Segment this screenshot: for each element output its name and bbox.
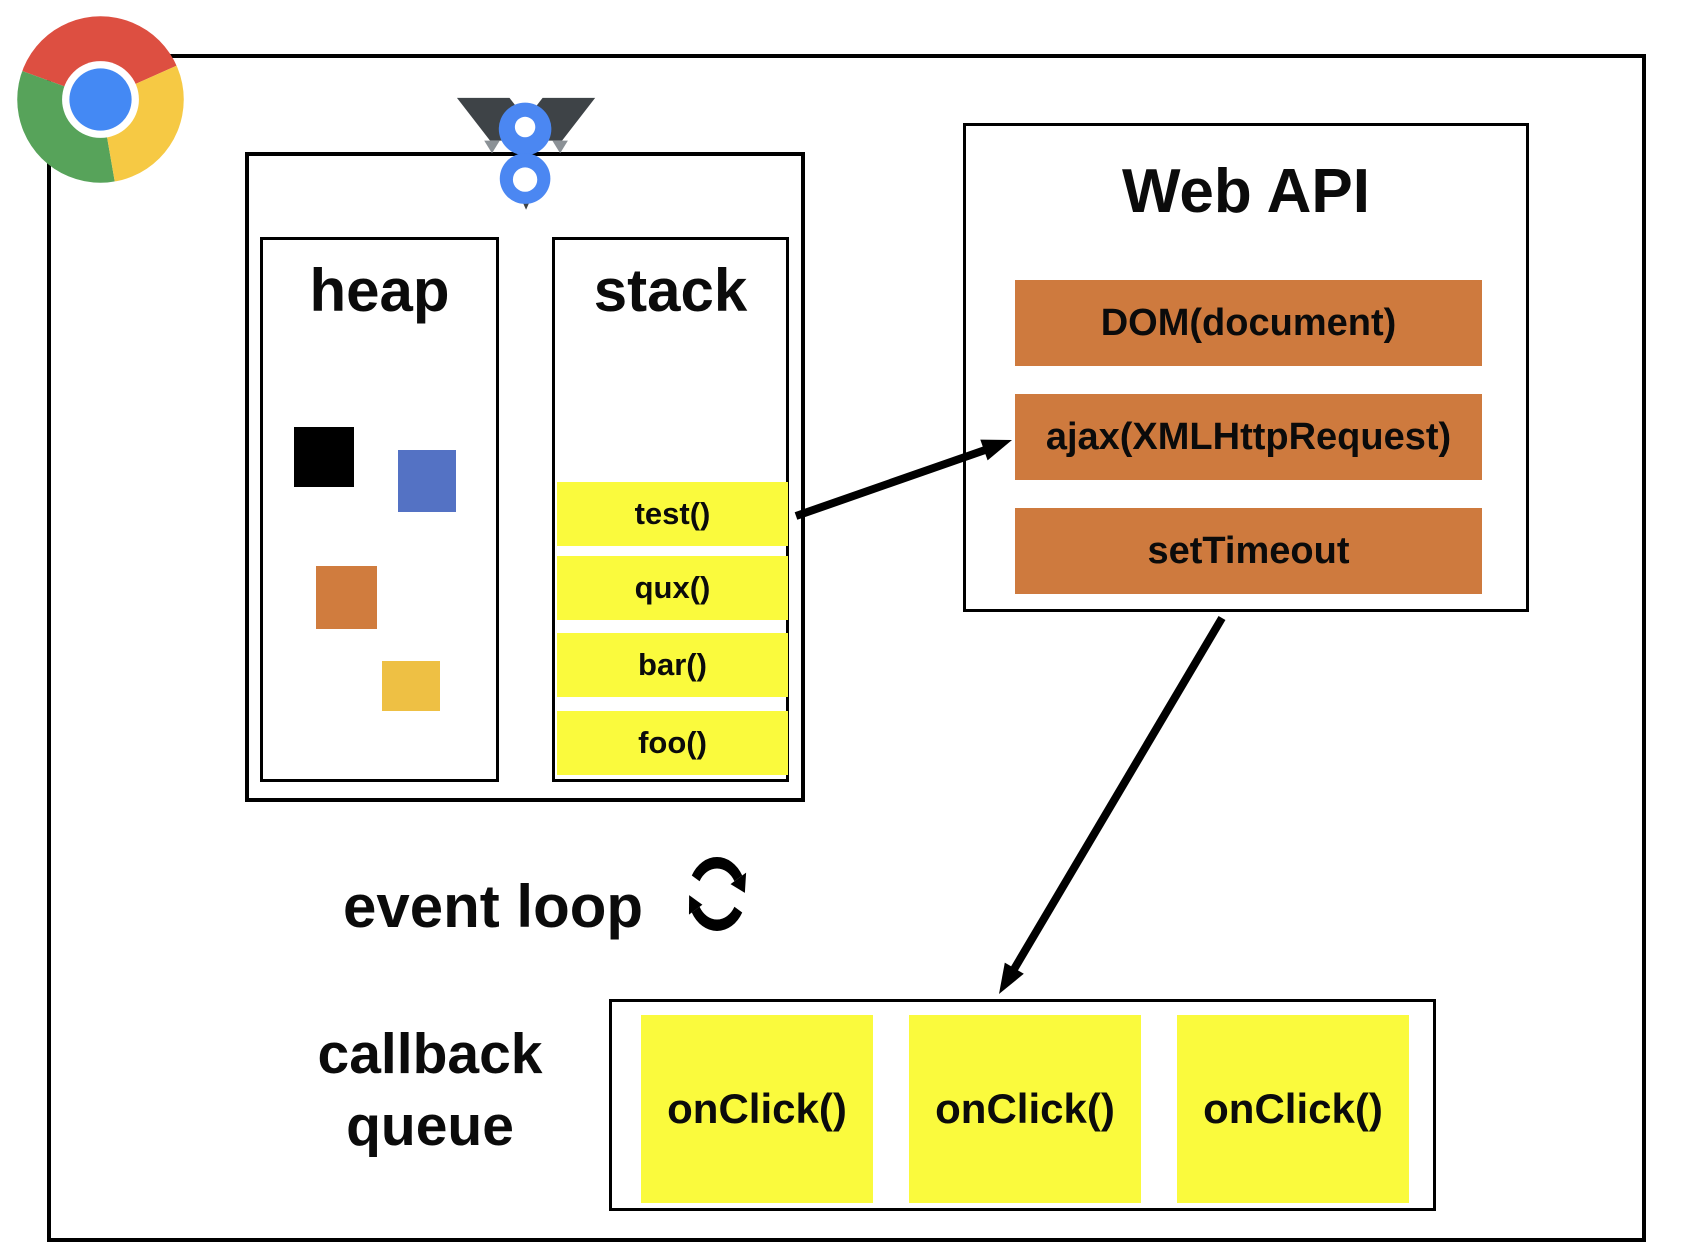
v8-logo-icon [455, 80, 601, 212]
web-api-title: Web API [1121, 157, 1371, 226]
queue-item-onclick: onClick() [909, 1015, 1141, 1203]
cycle-arrows-icon [676, 842, 758, 946]
heap-object-blue [398, 450, 456, 512]
queue-item-onclick: onClick() [641, 1015, 873, 1203]
queue-item-onclick: onClick() [1177, 1015, 1409, 1203]
web-api-item-dom: DOM(document) [1015, 280, 1482, 366]
heap-box: heap [260, 237, 499, 782]
stack-frame: qux() [557, 556, 788, 620]
chrome-logo-icon [9, 8, 192, 191]
callback-queue-label: callback queue [317, 1022, 543, 1158]
web-api-item-settimeout: setTimeout [1015, 508, 1482, 594]
stack-frame: foo() [557, 711, 788, 775]
heap-object-orange [316, 566, 377, 629]
heap-object-yellow [382, 661, 440, 711]
event-loop-label: event loop [343, 873, 644, 940]
stack-label: stack [593, 257, 748, 324]
stack-frame: bar() [557, 633, 788, 697]
stack-frame: test() [557, 482, 788, 546]
heap-label: heap [309, 257, 450, 324]
heap-object-black [294, 427, 354, 487]
web-api-item-ajax: ajax(XMLHttpRequest) [1015, 394, 1482, 480]
